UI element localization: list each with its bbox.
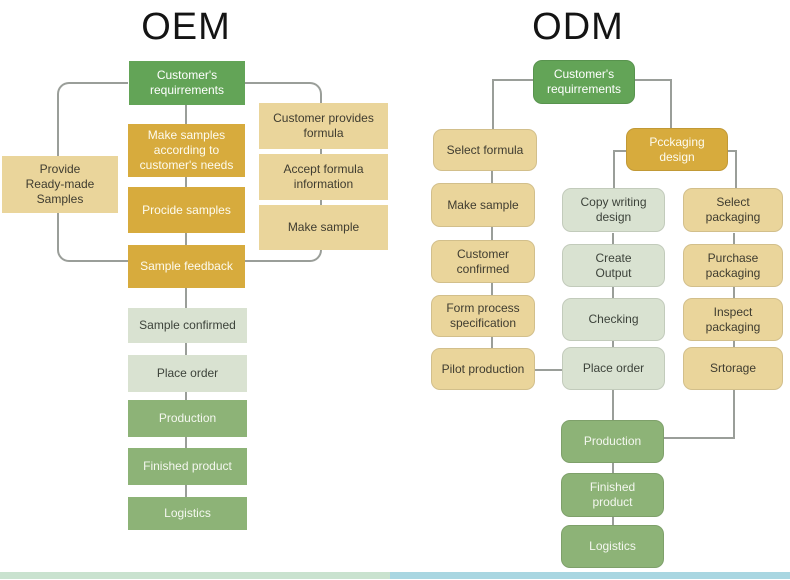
oem-customer-provides-formula-box: Customer provides formula	[259, 103, 388, 149]
oem-production-box: Production	[128, 400, 247, 437]
odm-pilot-to-place-order-connector	[535, 369, 562, 371]
odm-packaging-design-box: Pcckaging design	[626, 128, 728, 171]
odm-select-packaging-box: Select packaging	[683, 188, 783, 232]
odm-form-process-specification-box: Form process specification	[431, 295, 535, 337]
oem-provide-ready-made-samples-box: Provide Ready-made Samples	[2, 156, 118, 213]
oem-make-samples-box: Make samples according to customer's nee…	[128, 124, 245, 177]
oem-place-order-box: Place order	[128, 355, 247, 392]
oem-accept-formula-information-box: Accept formula information	[259, 154, 388, 200]
odm-right-column-connector-line	[733, 233, 735, 347]
odm-checking-box: Checking	[562, 298, 665, 341]
odm-customers-requirements-box: Customer's requirrements	[533, 60, 635, 104]
odm-inspect-packaging-box: Inspect packaging	[683, 298, 783, 341]
oem-make-sample-box: Make sample	[259, 205, 388, 250]
oem-procide-samples-box: Procide samples	[128, 187, 245, 233]
oem-center-connector-line	[185, 80, 187, 515]
odm-pilot-production-box: Pilot production	[431, 348, 535, 390]
oem-sample-feedback-box: Sample feedback	[128, 245, 245, 288]
bottom-bar-left	[0, 572, 390, 579]
odm-packaging-left-connector	[613, 150, 627, 188]
odm-copy-writing-design-box: Copy writing design	[562, 188, 665, 232]
odm-production-box: Production	[561, 420, 664, 463]
odm-logistics-box: Logistics	[561, 525, 664, 568]
odm-purchase-packaging-box: Purchase packaging	[683, 244, 783, 287]
odm-place-order-box: Place order	[562, 347, 665, 390]
odm-customer-confirmed-box: Customer confirmed	[431, 240, 535, 283]
odm-root-right-connector	[635, 79, 672, 128]
odm-select-formula-box: Select formula	[433, 129, 537, 171]
odm-srtorage-box: Srtorage	[683, 347, 783, 390]
odm-root-left-connector	[492, 79, 533, 129]
odm-create-output-box: Create Output	[562, 244, 665, 287]
oem-finished-product-box: Finished product	[128, 448, 247, 485]
odm-storage-to-production-connector	[664, 390, 735, 439]
bottom-bar-right	[390, 572, 790, 579]
oem-logistics-box: Logistics	[128, 497, 247, 530]
oem-sample-confirmed-box: Sample confirmed	[128, 308, 247, 343]
odm-title: ODM	[532, 6, 624, 48]
odm-packaging-right-connector	[728, 150, 737, 188]
odm-finished-product-box: Finished product	[561, 473, 664, 517]
oem-customers-requirements-box: Customer's requirrements	[129, 61, 245, 105]
oem-title: OEM	[141, 6, 231, 48]
odm-make-sample-box: Make sample	[431, 183, 535, 227]
